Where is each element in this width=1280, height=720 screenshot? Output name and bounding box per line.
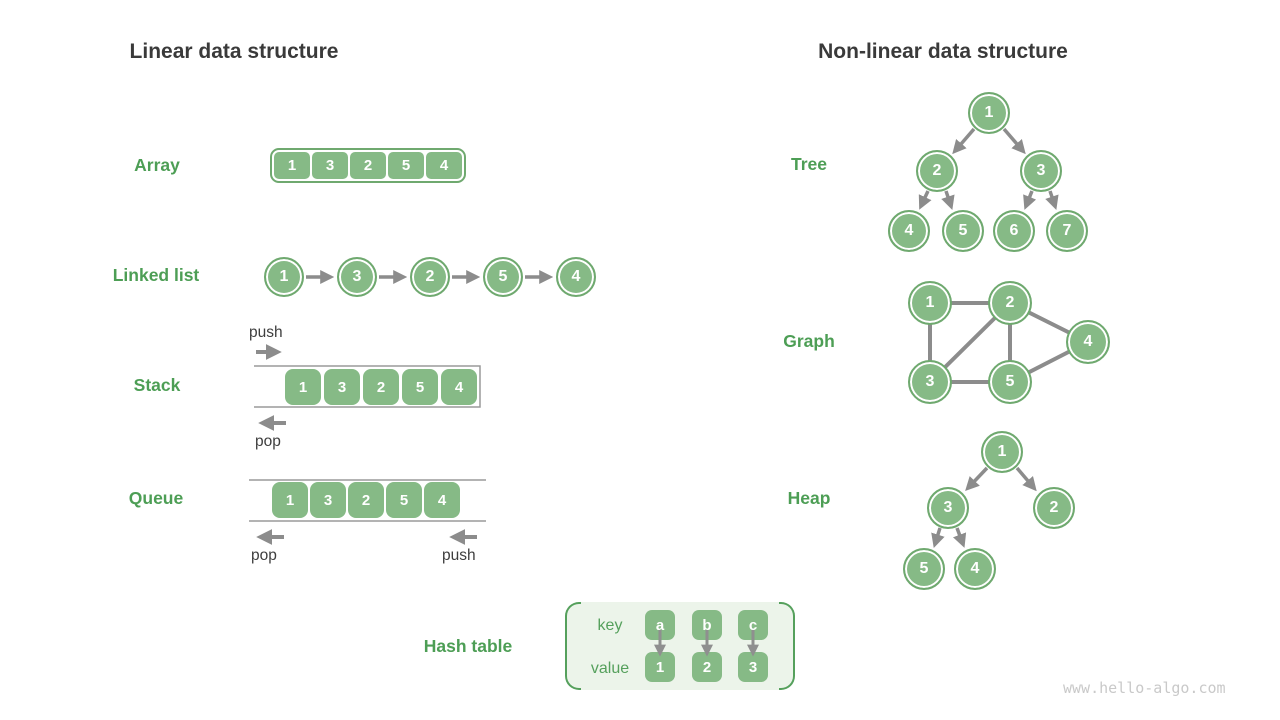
hash-key-cell: a: [645, 610, 675, 640]
hash-key-cell: b: [692, 610, 722, 640]
graph-node: 2: [988, 281, 1032, 325]
hash-left-bracket: [565, 602, 581, 690]
stack-pop-label: pop: [255, 433, 281, 450]
graph-node: 5: [988, 360, 1032, 404]
linked-list-node: 2: [410, 257, 450, 297]
hash-key-label: key: [597, 617, 623, 634]
stack-arrow-icons: [256, 344, 286, 431]
heap-node: 5: [903, 548, 945, 590]
linked-list-node: 4: [556, 257, 596, 297]
array-cell: 2: [350, 152, 386, 179]
array-cell: 4: [426, 152, 462, 179]
queue-cell: 5: [386, 482, 422, 518]
hash-table-box: key value a b c 1 2 3: [565, 602, 795, 690]
array-cell: 1: [274, 152, 310, 179]
heap-label: Heap: [787, 488, 831, 508]
nonlinear-section-title: Non-linear data structure: [818, 40, 1068, 63]
stack-cell: 4: [441, 369, 477, 405]
queue-label: Queue: [128, 488, 184, 508]
graph-node: 3: [908, 360, 952, 404]
hash-value-label: value: [590, 660, 630, 677]
heap-node: 1: [981, 431, 1023, 473]
linked-list-label: Linked list: [112, 265, 200, 285]
linked-list-node: 3: [337, 257, 377, 297]
tree-node: 3: [1020, 150, 1062, 192]
queue-cell: 4: [424, 482, 460, 518]
stack-cell: 1: [285, 369, 321, 405]
tree-node: 2: [916, 150, 958, 192]
graph-node: 4: [1066, 320, 1110, 364]
heap-node: 3: [927, 487, 969, 529]
stack-cell: 2: [363, 369, 399, 405]
tree-label: Tree: [791, 154, 827, 174]
graph-label: Graph: [783, 331, 835, 351]
hash-table-label: Hash table: [423, 636, 513, 656]
stack-cell: 3: [324, 369, 360, 405]
array-cell: 5: [388, 152, 424, 179]
queue-pop-label: pop: [251, 547, 277, 564]
queue-push-label: push: [442, 547, 476, 564]
hash-value-cell: 3: [738, 652, 768, 682]
heap-node: 4: [954, 548, 996, 590]
linear-section-title: Linear data structure: [129, 40, 339, 63]
hash-value-cell: 1: [645, 652, 675, 682]
array-label: Array: [134, 155, 180, 175]
graph-node: 1: [908, 281, 952, 325]
hash-key-cell: c: [738, 610, 768, 640]
queue-cells: 1 3 2 5 4: [272, 482, 460, 518]
linked-list-node: 1: [264, 257, 304, 297]
watermark: www.hello-algo.com: [1063, 679, 1226, 697]
tree-node: 6: [993, 210, 1035, 252]
stack-cells: 1 3 2 5 4: [285, 369, 477, 405]
array-box: 1 3 2 5 4: [270, 148, 466, 183]
stack-cell: 5: [402, 369, 438, 405]
tree-node: 4: [888, 210, 930, 252]
queue-cell: 1: [272, 482, 308, 518]
tree-node: 7: [1046, 210, 1088, 252]
queue-cell: 3: [310, 482, 346, 518]
queue-cell: 2: [348, 482, 384, 518]
array-cell: 3: [312, 152, 348, 179]
hash-value-cell: 2: [692, 652, 722, 682]
hash-right-bracket: [779, 602, 795, 690]
stack-push-label: push: [249, 324, 283, 341]
linked-list-node: 5: [483, 257, 523, 297]
heap-node: 2: [1033, 487, 1075, 529]
tree-node: 5: [942, 210, 984, 252]
stack-label: Stack: [133, 375, 181, 395]
tree-node: 1: [968, 92, 1010, 134]
